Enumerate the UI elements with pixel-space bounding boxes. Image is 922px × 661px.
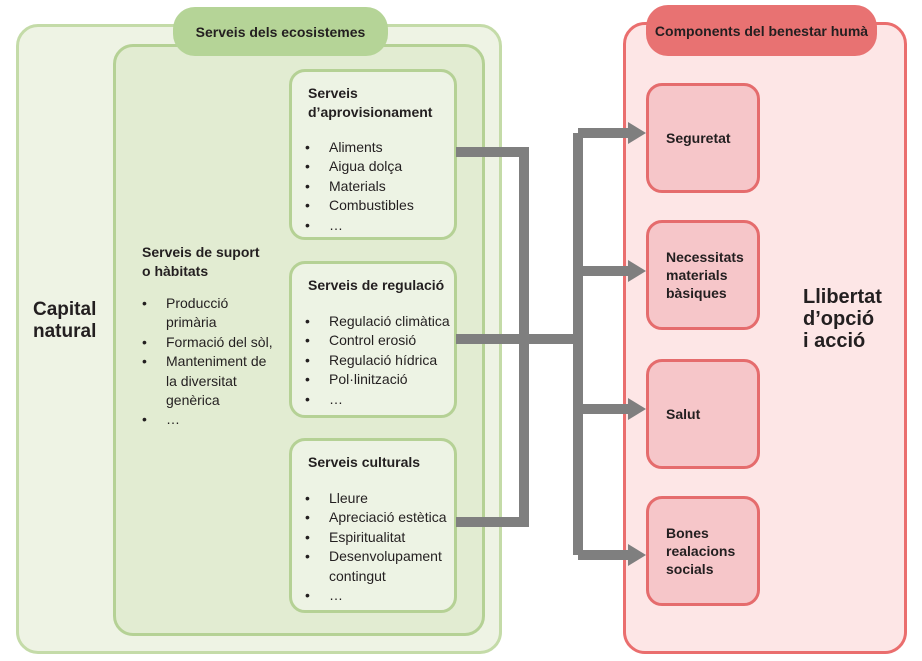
regulacio-item: Control erosió <box>305 331 450 351</box>
culturals-item: Lleure <box>305 489 447 509</box>
aprovisionament-item: Combustibles <box>305 196 414 216</box>
regulacio-item: Pol·linització <box>305 370 450 390</box>
aprovisionament-box: Serveis d’aprovisionament AlimentsAigua … <box>289 69 457 240</box>
aprovisionament-item: Aigua dolça <box>305 157 414 177</box>
culturals-item: … <box>305 586 447 606</box>
component-label-line: materials <box>666 267 728 283</box>
suport-section: Serveis de suport o hàbitats Producciópr… <box>142 243 282 430</box>
component-relacions: Bones realacions socials <box>646 496 760 606</box>
suport-item: Formació del sòl, <box>142 333 282 353</box>
llibertat-line: Llibertat <box>803 286 882 308</box>
regulacio-item: … <box>305 390 450 410</box>
component-seguretat: Seguretat <box>646 83 760 193</box>
component-label-line: Salut <box>666 406 701 422</box>
regulacio-list: Regulació climàticaControl erosióRegulac… <box>305 312 450 409</box>
component-label-line: Bones <box>666 525 709 541</box>
aprovisionament-list: AlimentsAigua dolçaMaterialsCombustibles… <box>305 138 414 235</box>
regulacio-box: Serveis de regulació Regulació climàtica… <box>289 261 457 418</box>
component-label-line: bàsiques <box>666 285 727 301</box>
arrowhead-relacions <box>628 544 646 566</box>
aprovisionament-item: Materials <box>305 177 414 197</box>
regulacio-title: Serveis de regulació <box>308 277 445 293</box>
component-label-line: Necessitats <box>666 249 744 265</box>
component-salut: Salut <box>646 359 760 469</box>
component-necessitats: Necessitats materials bàsiques <box>646 220 760 330</box>
suport-list: ProduccióprimàriaFormació del sòl,Manten… <box>142 294 282 430</box>
suport-title: Serveis de suport o hàbitats <box>142 244 260 279</box>
component-label-line: Seguretat <box>666 130 731 146</box>
suport-item: … <box>142 410 282 430</box>
regulacio-item: Regulació hídrica <box>305 351 450 371</box>
serveis-ecosistemes-header: Serveis dels ecosistemes <box>173 7 388 56</box>
aprovisionament-item: … <box>305 216 414 236</box>
llibertat-line: d’opció <box>803 308 875 330</box>
aprovisionament-item: Aliments <box>305 138 414 158</box>
llibertat-line: i acció <box>803 330 866 352</box>
arrowhead-salut <box>628 398 646 420</box>
component-label-line: realacions <box>666 543 736 559</box>
culturals-item: Apreciació estètica <box>305 508 447 528</box>
aprovisionament-title: Serveis d’aprovisionament <box>308 85 433 120</box>
arrowhead-seguretat <box>628 122 646 144</box>
arrowhead-necessitats <box>628 260 646 282</box>
culturals-title: Serveis culturals <box>308 454 421 470</box>
capital-natural-label: Capital natural <box>33 299 97 342</box>
benestar-huma-header: Components del benestar humà <box>646 5 877 56</box>
component-label-line: socials <box>666 561 714 577</box>
regulacio-item: Regulació climàtica <box>305 312 450 332</box>
culturals-box: Serveis culturals LleureApreciació estèt… <box>289 438 457 613</box>
culturals-list: LleureApreciació estèticaEspiritualitatD… <box>305 489 447 606</box>
culturals-item: Espiritualitat <box>305 528 447 548</box>
